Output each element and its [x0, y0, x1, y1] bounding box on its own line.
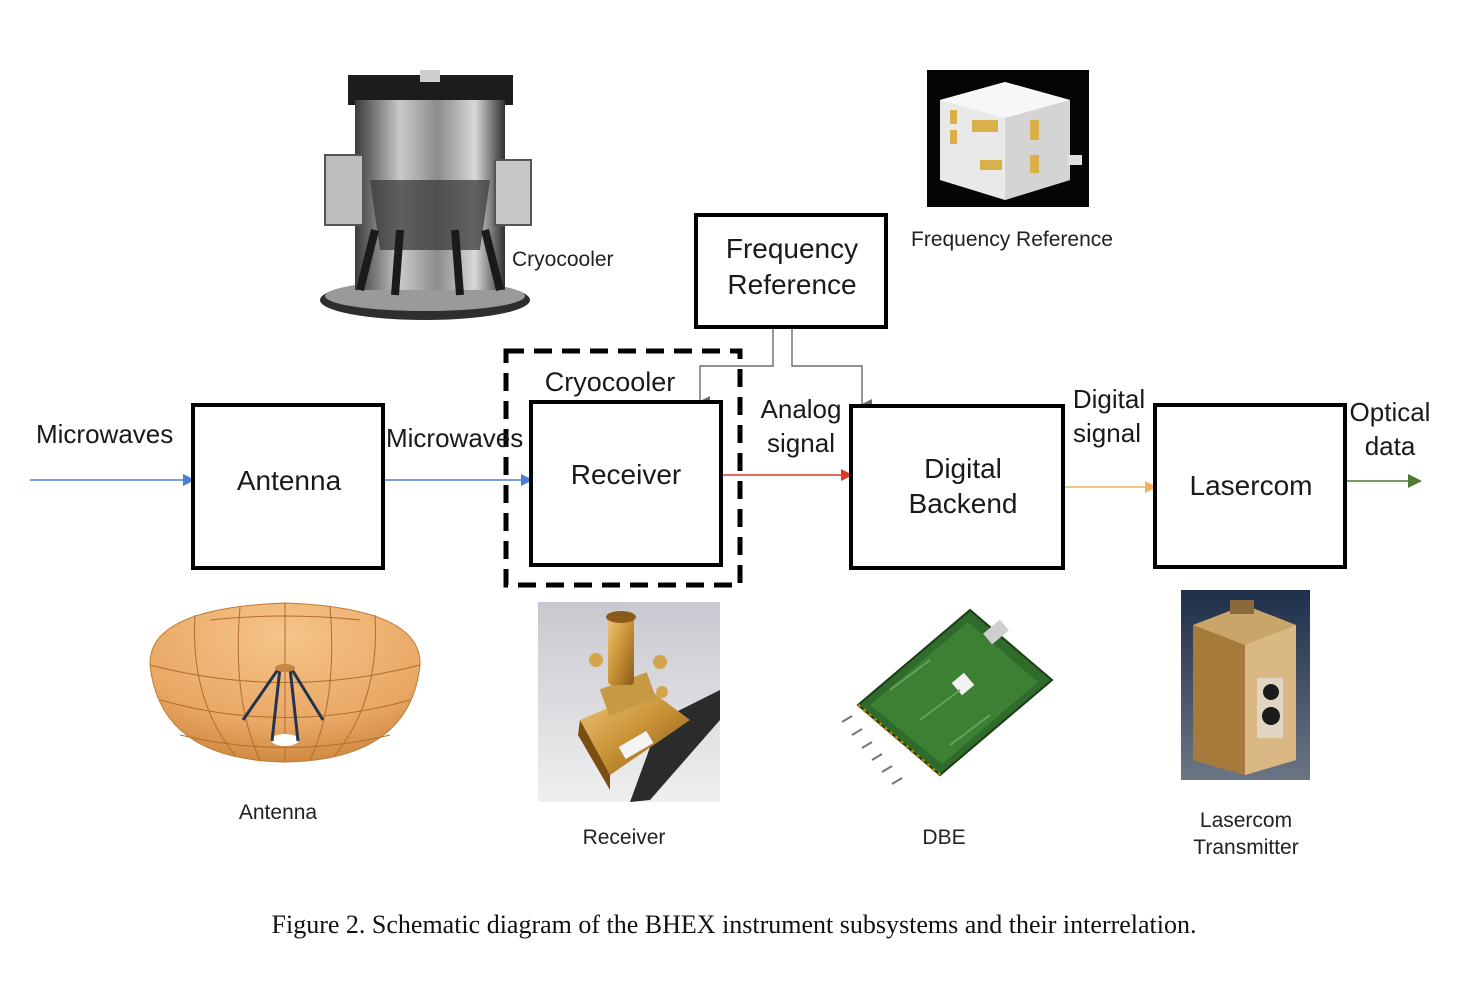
lasercom-photo-label-line2: Transmitter	[1193, 836, 1298, 859]
digital-backend-block	[849, 404, 1065, 570]
receiver-block-label: Receiver	[571, 459, 681, 490]
lasercom-block	[1153, 403, 1347, 569]
frequency-reference-block-label-line1: Frequency	[726, 233, 858, 264]
analog-signal-label-line2: signal	[767, 428, 835, 458]
dbe-photo-label: DBE	[922, 826, 965, 849]
receiver-photo	[538, 602, 720, 802]
antenna-block	[191, 403, 385, 570]
frequency-reference-photo-label: Frequency Reference	[911, 228, 1113, 251]
antenna-to-receiver-label: Microwaves	[386, 423, 523, 453]
cryocooler-enclosure-label: Cryocooler	[545, 367, 676, 397]
figure-caption: Figure 2. Schematic diagram of the BHEX …	[271, 910, 1197, 939]
dbe-photo	[841, 608, 1054, 785]
cryocooler-photo	[320, 70, 532, 320]
freq-ref-to-dbe-connector	[791, 328, 872, 411]
lasercom-block-label: Lasercom	[1190, 470, 1313, 501]
lasercom-photo-label-line1: Lasercom	[1200, 809, 1292, 832]
digital-backend-block-label-line2: Backend	[909, 488, 1018, 519]
optical-data-label-line2: data	[1365, 431, 1416, 461]
analog-signal-label-line1: Analog	[761, 394, 842, 424]
antenna-block-label: Antenna	[237, 465, 342, 496]
input-microwaves-label: Microwaves	[36, 419, 173, 449]
cryocooler-photo-label: Cryocooler	[512, 248, 614, 271]
frequency-reference-block	[694, 213, 888, 329]
freq-ref-to-receiver-connector	[698, 328, 774, 408]
lasercom-photo	[1181, 590, 1310, 780]
frequency-reference-photo	[927, 70, 1089, 207]
receiver-photo-label: Receiver	[583, 826, 666, 849]
optical-data-label-line1: Optical	[1350, 397, 1431, 427]
cryocooler-enclosure	[503, 348, 743, 588]
digital-signal-label-line2: signal	[1073, 418, 1141, 448]
receiver-block	[529, 400, 723, 567]
digital-signal-label-line1: Digital	[1073, 384, 1145, 414]
antenna-photo-label: Antenna	[239, 801, 318, 824]
digital-backend-block-label-line1: Digital	[924, 453, 1002, 484]
frequency-reference-block-label-line2: Reference	[727, 269, 856, 300]
antenna-dish-photo	[149, 602, 421, 763]
